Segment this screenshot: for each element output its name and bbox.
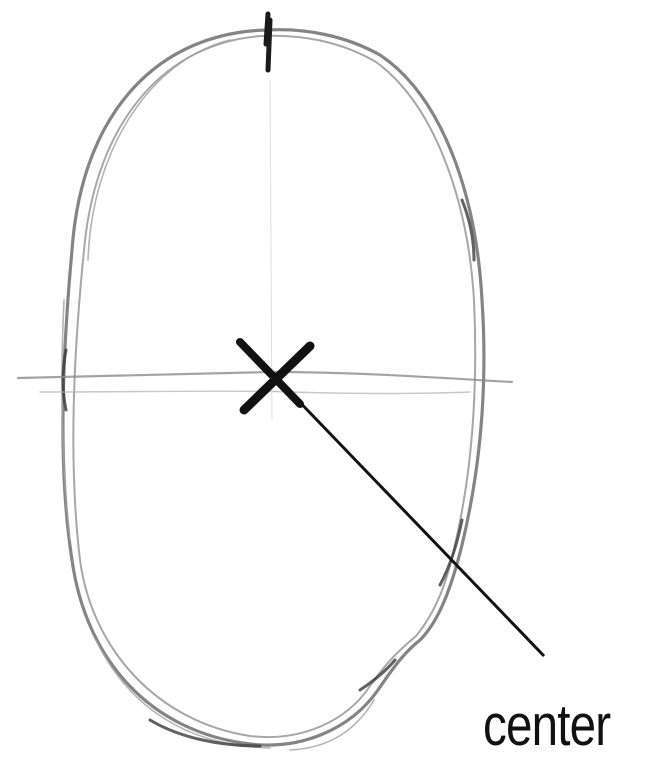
callout-leader-line xyxy=(290,392,544,656)
center-label: center xyxy=(483,694,610,758)
top-tick-mark xyxy=(266,14,270,70)
